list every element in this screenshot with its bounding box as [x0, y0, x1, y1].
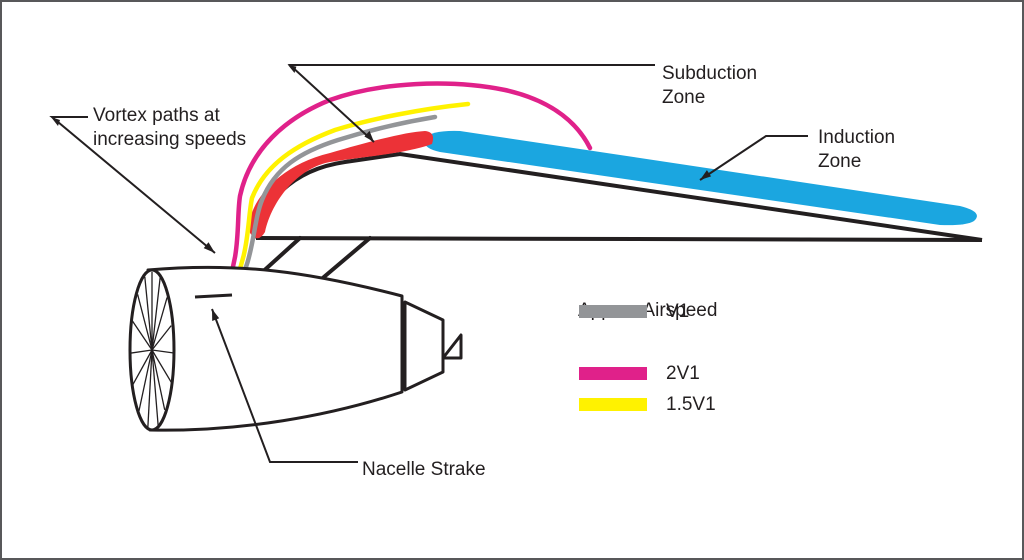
legend-item-1-5v1: 1.5V1: [578, 392, 798, 418]
engine-nacelle: [128, 265, 463, 432]
fan-blades: [130, 272, 174, 429]
arrowheads: [51, 65, 712, 321]
leader-lines: [49, 64, 808, 463]
subduction-zone: [249, 131, 434, 239]
legend-label-2v1: 2V1: [666, 363, 700, 384]
legend-label-1-5v1: 1.5V1: [666, 394, 716, 415]
vortex-path-2v1: [219, 81, 593, 299]
subduction-label-line-1: Subduction Zone: [662, 63, 758, 108]
nacelle-strake-label: Nacelle Strake: [362, 458, 486, 482]
legend-item-v1: V1: [578, 299, 798, 325]
legend-item-2v1: 2V1: [578, 361, 798, 387]
legend-swatch-1-5v1: [579, 398, 647, 411]
induction-zone-label: Induction Zone: [818, 126, 895, 174]
induction-label-line-1: Induction Zone: [818, 127, 896, 172]
vortex-path-v1: [230, 114, 438, 298]
legend-swatch-2v1: [579, 367, 647, 380]
strake-label-text: Nacelle Strake: [362, 459, 486, 480]
wing-lower-surface: [255, 236, 983, 242]
subduction-zone-label: Subduction Zone: [662, 62, 757, 110]
vortex-label-text: Vortex paths at increasing speeds: [93, 105, 247, 150]
induction-zone: [424, 130, 977, 226]
legend-swatch-v1: [579, 305, 647, 318]
vortex-path-1-5v1: [225, 101, 471, 298]
legend-label-v1: V1: [666, 301, 690, 322]
vortex-paths-label: Vortex paths at increasing speeds: [93, 104, 246, 152]
airspeed-legend: Approx Airspeed 2V1 1.5V1 V1: [578, 299, 798, 419]
nacelle-strake: [194, 293, 233, 299]
